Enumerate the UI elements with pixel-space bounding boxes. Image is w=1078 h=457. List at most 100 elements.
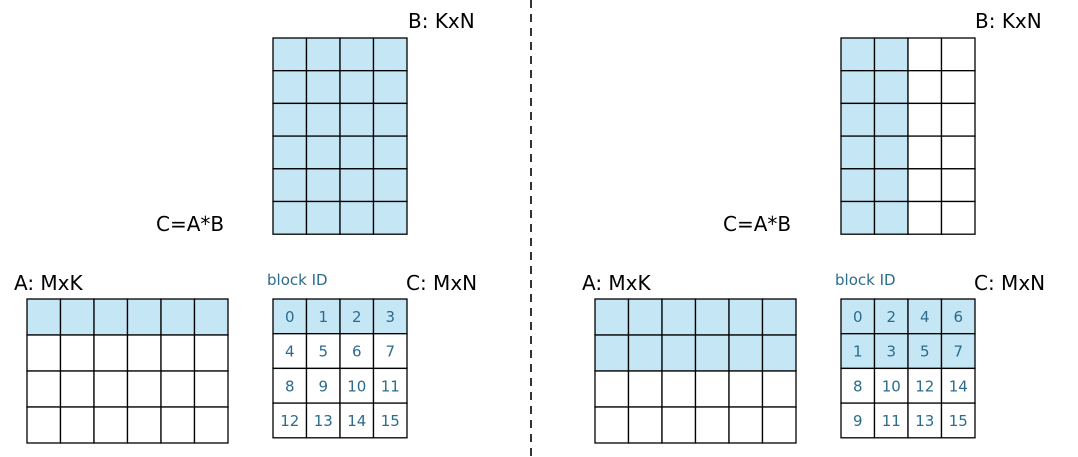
grid-cell: [93, 370, 129, 408]
grid-cell: [305, 402, 341, 439]
grid-cell: [272, 70, 308, 105]
grid-cell: [272, 37, 308, 72]
block-id-number: 15: [381, 412, 400, 430]
grid-cell: [728, 370, 764, 408]
grid-cell: [627, 298, 663, 336]
block-id-number: 12: [915, 377, 934, 395]
grid-cell: [840, 200, 876, 235]
block-id-number: 6: [352, 343, 362, 361]
grid-cell: [694, 406, 730, 444]
grid-cell: [59, 334, 95, 372]
block-id-number: 9: [318, 377, 328, 395]
block-id-number: 7: [385, 343, 395, 361]
block-id-number: 2: [352, 308, 362, 326]
grid-cell: [26, 370, 62, 408]
grid-cell: [594, 370, 630, 408]
grid-cell: [594, 334, 630, 372]
grid-cell: [873, 298, 909, 335]
grid-cell: [761, 406, 797, 444]
equation-label: C=A*B: [156, 212, 224, 236]
block-id-number: 12: [280, 412, 299, 430]
block-id-number: 7: [953, 343, 963, 361]
block-id-number: 0: [285, 308, 295, 326]
grid-cell: [372, 168, 408, 203]
grid-cell: [93, 406, 129, 444]
grid-cell: [339, 135, 375, 170]
grid-cell: [59, 406, 95, 444]
grid-cell: [93, 334, 129, 372]
block-id-number: 6: [953, 308, 963, 326]
matrix-b-grid: [840, 37, 976, 235]
grid-cell: [305, 298, 341, 335]
block-id-number: 1: [853, 343, 863, 361]
block-id-number: 14: [949, 377, 968, 395]
grid-cell: [59, 370, 95, 408]
grid-cell: [305, 70, 341, 105]
grid-cell: [26, 298, 62, 336]
grid-cell: [594, 406, 630, 444]
matrix-c-label: C: MxN: [974, 271, 1045, 295]
grid-cell: [940, 200, 976, 235]
block-id-label: block ID: [267, 271, 328, 289]
grid-cell: [694, 334, 730, 372]
grid-cell: [305, 367, 341, 404]
grid-cell: [126, 298, 162, 336]
grid-cell: [907, 70, 943, 105]
grid-cell: [126, 406, 162, 444]
grid-cell: [594, 298, 630, 336]
grid-cell: [840, 37, 876, 72]
grid-cell: [160, 406, 196, 444]
grid-cell: [272, 102, 308, 137]
grid-cell: [126, 370, 162, 408]
grid-cell: [160, 370, 196, 408]
block-id-number: 8: [853, 377, 863, 395]
grid-cell: [873, 402, 909, 439]
grid-cell: [873, 102, 909, 137]
grid-cell: [661, 406, 697, 444]
grid-cell: [840, 102, 876, 137]
grid-cell: [907, 168, 943, 203]
block-id-number: 2: [886, 308, 896, 326]
grid-cell: [873, 37, 909, 72]
grid-cell: [940, 102, 976, 137]
grid-cell: [940, 402, 976, 439]
grid-cell: [339, 200, 375, 235]
grid-cell: [627, 370, 663, 408]
grid-cell: [372, 37, 408, 72]
grid-cell: [661, 334, 697, 372]
grid-cell: [627, 334, 663, 372]
block-id-number: 10: [882, 377, 901, 395]
grid-cell: [761, 298, 797, 336]
grid-cell: [305, 168, 341, 203]
block-id-number: 8: [285, 377, 295, 395]
grid-cell: [907, 135, 943, 170]
grid-cell: [873, 135, 909, 170]
grid-cell: [372, 102, 408, 137]
block-id-number: 5: [318, 343, 328, 361]
grid-cell: [305, 200, 341, 235]
grid-cell: [840, 168, 876, 203]
grid-cell: [193, 334, 229, 372]
grid-cell: [272, 367, 308, 404]
block-id-number: 4: [920, 308, 930, 326]
block-id-number: 1: [318, 308, 328, 326]
block-id-number: 5: [920, 343, 930, 361]
matrix-a-label: A: MxK: [582, 271, 652, 295]
grid-cell: [940, 333, 976, 370]
grid-cell: [59, 298, 95, 336]
matrix-b-grid: [272, 37, 408, 235]
block-id-number: 9: [853, 412, 863, 430]
grid-cell: [728, 334, 764, 372]
matrix-b-label: B: KxN: [408, 9, 475, 33]
grid-cell: [193, 298, 229, 336]
grid-cell: [761, 370, 797, 408]
matrix-a-grid: [594, 298, 797, 444]
grid-cell: [940, 135, 976, 170]
block-id-number: 15: [949, 412, 968, 430]
grid-cell: [339, 70, 375, 105]
grid-cell: [372, 70, 408, 105]
block-id-number: 11: [882, 412, 901, 430]
